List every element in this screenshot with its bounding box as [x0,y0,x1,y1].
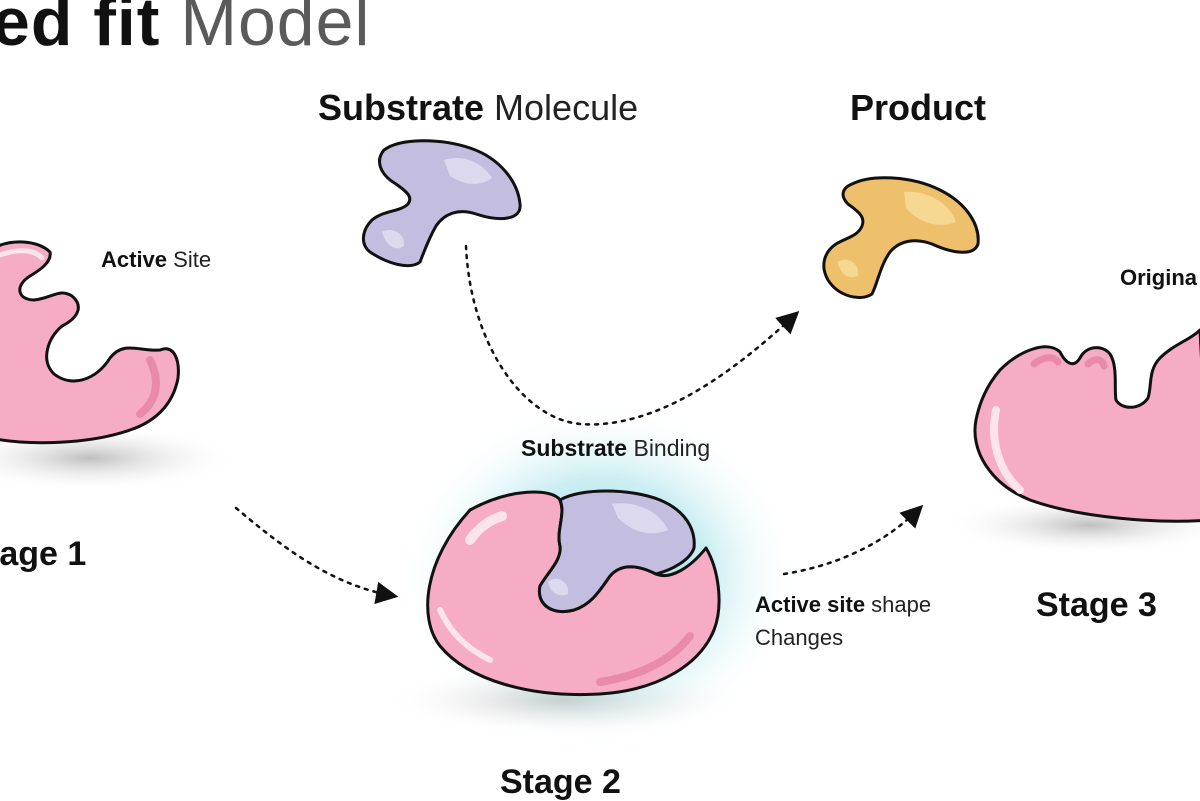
original-label: Origina [1120,265,1198,290]
binding-label-bold: Substrate [521,435,628,461]
shape-change-light: shape [865,592,932,617]
substrate-label-bold: Substrate [318,87,485,128]
product-molecule [822,176,980,299]
substrate-molecule-label: Substrate Molecule [318,90,638,126]
active-site-bold: Active [101,247,168,272]
stage1-enzyme [0,240,180,445]
substrate-binding-label: Substrate Binding [521,437,710,460]
binding-label-light: Binding [627,435,711,461]
title-light: Model [160,0,371,60]
shape-change-label-line1: Active site shape [755,594,931,616]
title-bold: ed fit [0,0,161,60]
stage-1-label: tage 1 [0,535,87,573]
stage-3-label: Stage 3 [1036,586,1157,624]
arrow-substrate-to-product [464,244,800,426]
stage-2-label: Stage 2 [500,763,621,801]
stage3-enzyme [973,328,1200,523]
shape-change-label-line2: Changes [755,625,844,650]
bound-substrate [537,489,696,613]
active-site-light: Site [167,247,212,272]
shape-change-bold: Active site [755,592,866,617]
substrate-label-light: Molecule [484,87,639,128]
active-site-label: Active Site [101,249,211,271]
product-label: Product [850,87,987,128]
substrate-molecule [362,139,522,268]
arrow-stage2-to-stage3 [782,504,924,576]
arrow-stage1-to-stage2 [234,506,399,605]
page-title: ed fit Model [0,0,371,56]
